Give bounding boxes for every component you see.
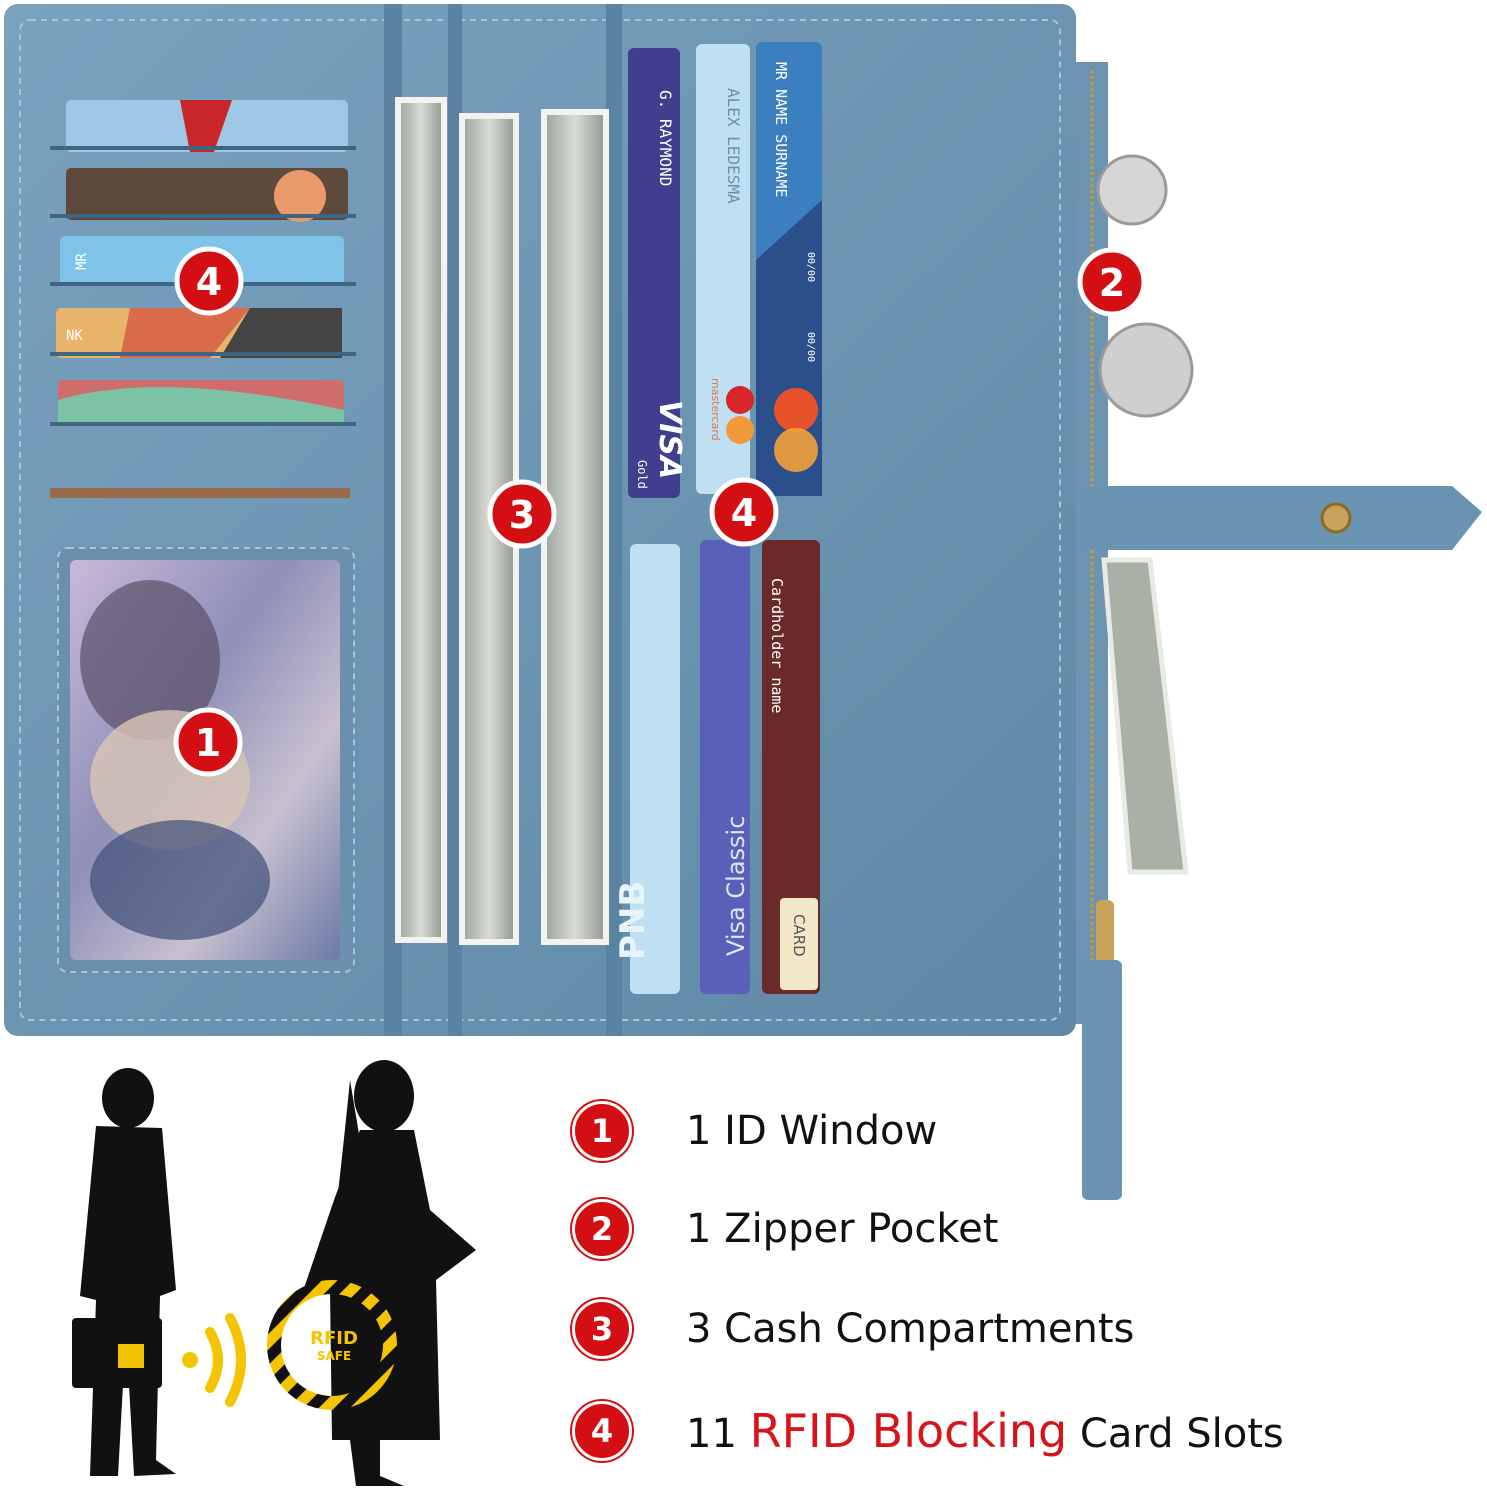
feature-4-rest: Card Slots [1079, 1411, 1284, 1457]
card-expiry-2: 00/00 [805, 332, 816, 362]
card-name-3: MR NAME SURNAME [772, 62, 790, 197]
callout-badge-2: 2 [1077, 247, 1147, 317]
card-brand-visa: VISA [652, 400, 687, 479]
rfid-illustration: RFID SAFE [72, 1060, 476, 1486]
callout-badge-4-left: 4 [174, 246, 244, 316]
card-mastercard: mastercard [709, 378, 722, 441]
left-card-slots: MR NK [50, 100, 356, 498]
feature-num-4: 4 [572, 1401, 632, 1461]
card-expiry-1: 00/00 [805, 252, 816, 282]
callout-badge-4-right: 4 [709, 477, 779, 547]
card-name-2: ALEX LEDESMA [724, 88, 743, 204]
card-bank: PNB [613, 881, 653, 960]
rfid-safe-line2: SAFE [317, 1349, 351, 1363]
feature-text-1: 1 ID Window [686, 1108, 938, 1154]
feature-text-4: 11 RFID Blocking Card Slots [686, 1404, 1284, 1458]
callout-badge-2-number: 2 [1099, 261, 1125, 305]
card-brand-gold: Gold [635, 460, 649, 489]
rfid-safe-line1: RFID [310, 1328, 358, 1349]
zipper-pocket [1080, 154, 1482, 1200]
callout-badge-3-number: 3 [509, 493, 535, 537]
feature-row-4: 4 11 RFID Blocking Card Slots [572, 1400, 1284, 1462]
woman-silhouette-icon [300, 1060, 476, 1486]
feature-text-3: 3 Cash Compartments [686, 1306, 1135, 1352]
callout-badge-3: 3 [487, 479, 557, 549]
left-card-nk: NK [66, 328, 83, 344]
feature-list: 1 1 ID Window 2 1 Zipper Pocket 3 3 Cash… [572, 1100, 1432, 1480]
feature-text-2: 1 Zipper Pocket [686, 1206, 999, 1252]
feature-row-3: 3 3 Cash Compartments [572, 1298, 1134, 1360]
card-name-1: G. RAYMOND [656, 90, 675, 186]
cash-compartments [395, 97, 609, 945]
callout-badge-4-right-number: 4 [731, 491, 757, 535]
feature-num-2: 2 [572, 1199, 632, 1259]
feature-num-1: 1 [572, 1101, 632, 1161]
feature-row-1: 1 1 ID Window [572, 1100, 937, 1162]
callout-badge-4-left-number: 4 [196, 260, 222, 304]
rfid-signal-icon [182, 1313, 246, 1407]
feature-4-highlight: RFID Blocking [749, 1404, 1068, 1458]
rfid-safe-ring [267, 1280, 397, 1410]
callout-badge-1: 1 [173, 707, 243, 777]
right-card-slots: G. RAYMOND VISA Gold ALEX LEDESMA master… [613, 42, 822, 994]
callout-badge-1-number: 1 [195, 721, 221, 765]
rfid-reader-icon [118, 1344, 144, 1368]
card-label: CARD [790, 914, 808, 957]
feature-num-3: 3 [572, 1299, 632, 1359]
card-holder: Cardholder name [768, 578, 786, 713]
card-brand-visa-classic: Visa Classic [722, 816, 750, 956]
left-card-mr: MR [74, 253, 90, 270]
feature-row-2: 2 1 Zipper Pocket [572, 1198, 998, 1260]
man-silhouette-icon [72, 1068, 176, 1476]
feature-4-count: 11 [686, 1411, 737, 1457]
